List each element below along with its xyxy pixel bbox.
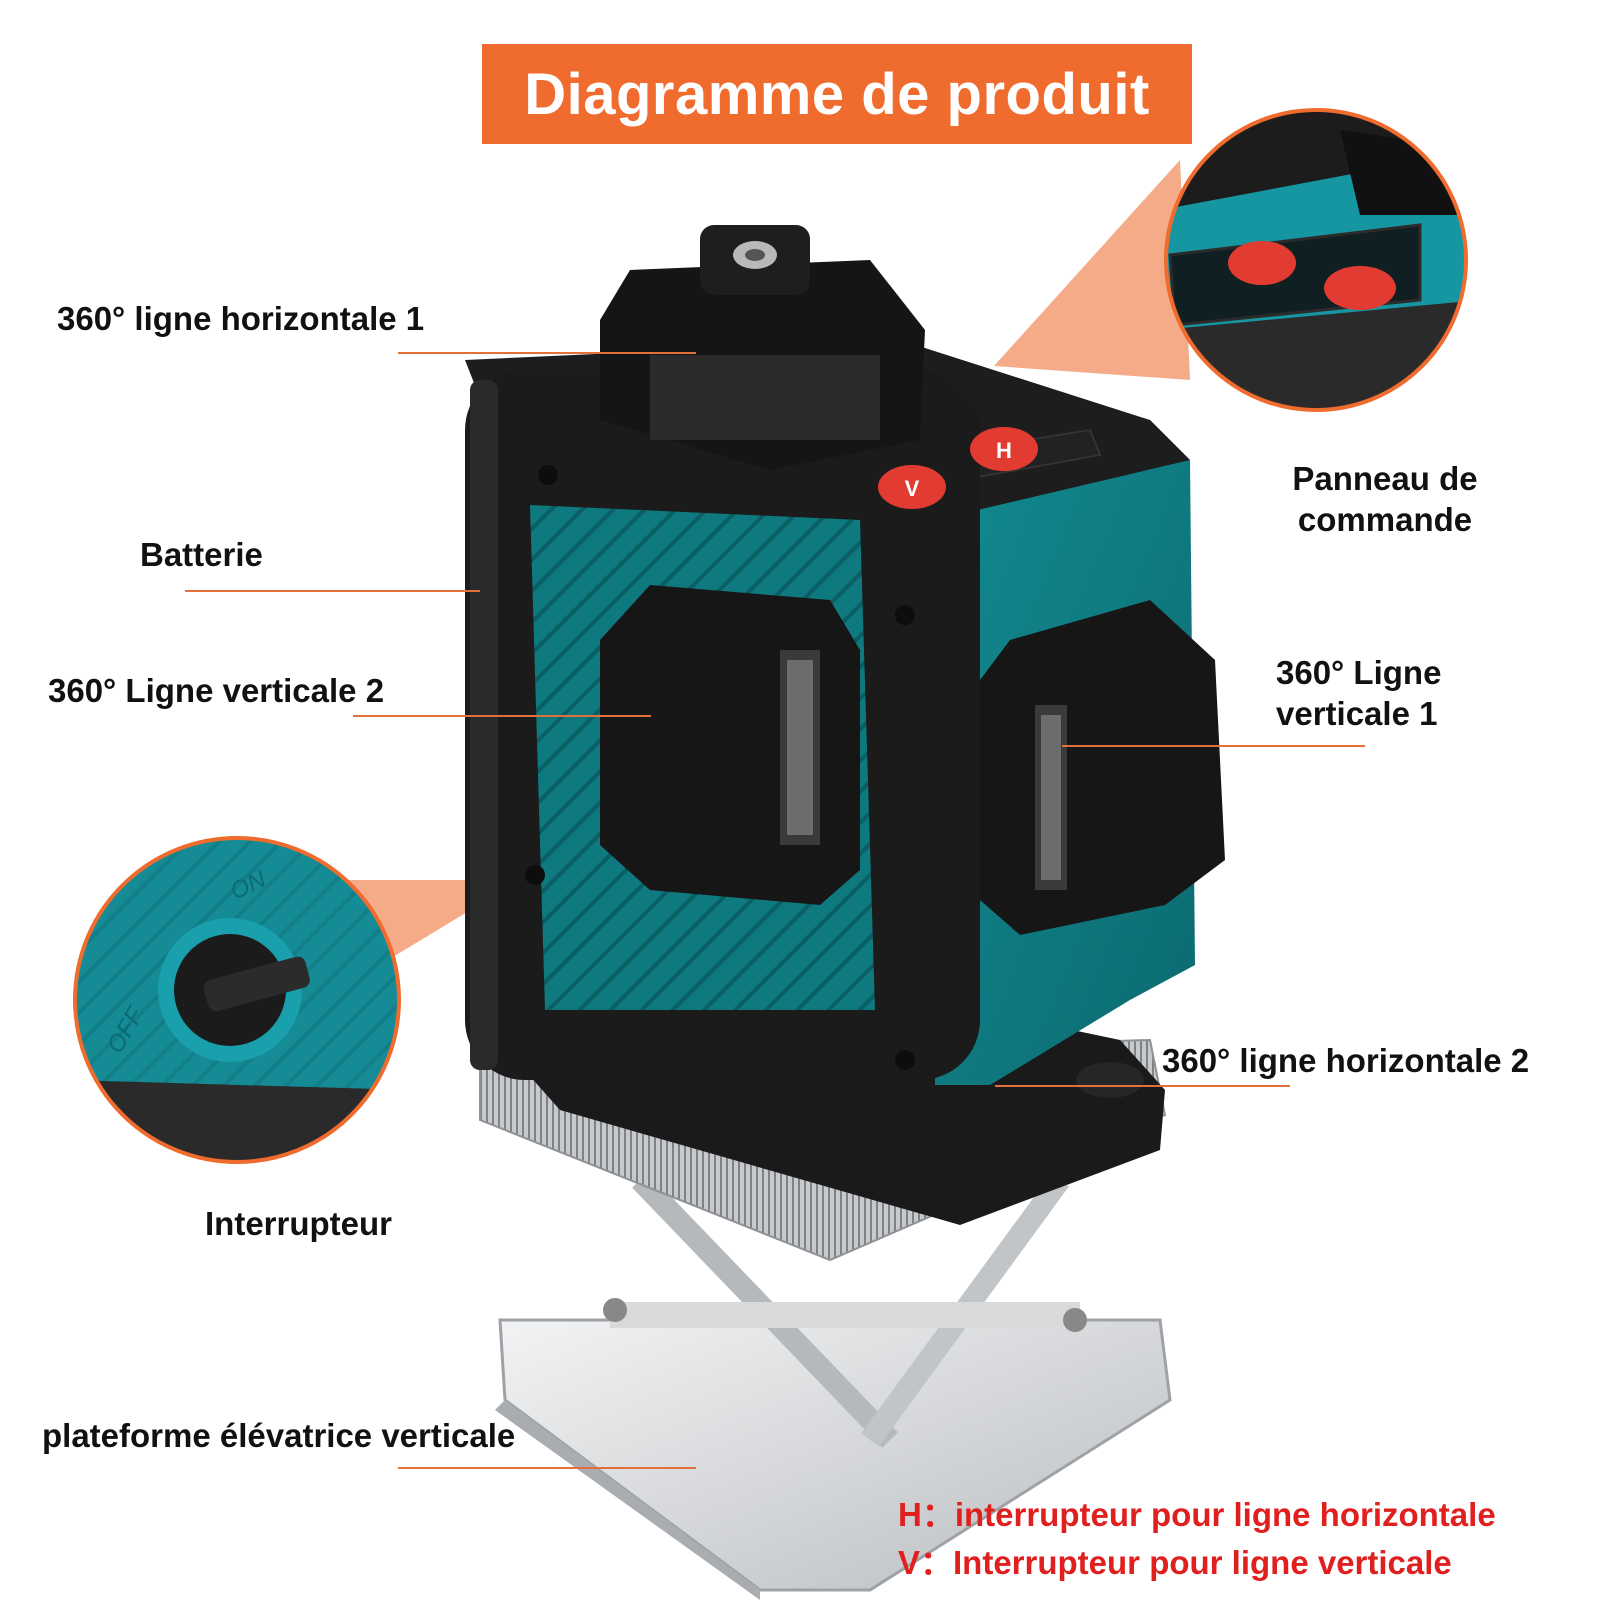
label-battery: Batterie: [140, 536, 263, 573]
label-control-panel-line1: Panneau de: [1292, 460, 1478, 497]
leader-horizontal-line-2: [995, 1085, 1290, 1087]
switch-zoom-ring: [73, 836, 401, 1164]
v-button-icon: [878, 465, 946, 509]
page-title: Diagramme de produit: [524, 61, 1150, 127]
h-button-icon: [970, 427, 1038, 471]
leader-vertical-line-2: [353, 715, 651, 717]
legend-h: H：interrupteur pour ligne horizontale: [898, 1496, 1496, 1533]
label-vertical-line-1: 360° Ligne verticale 1: [1276, 652, 1441, 735]
label-vertical-line-1-line2: verticale 1: [1276, 695, 1438, 733]
control-panel-zoom: [1166, 110, 1466, 410]
legend-v: V：Interrupteur pour ligne verticale: [898, 1544, 1452, 1581]
leader-lift-platform: [398, 1467, 696, 1469]
label-control-panel-line2: commande: [1297, 501, 1473, 539]
label-vertical-line-1-line1: 360° Ligne: [1276, 654, 1442, 691]
callout-cone-top: [994, 160, 1190, 380]
switch-lever-icon: [203, 956, 310, 1012]
label-vertical-line-2: 360° Ligne verticale 2: [48, 672, 385, 709]
title-banner: Diagramme de produit: [482, 44, 1192, 144]
laser-level-body-art: V H: [465, 225, 1225, 1085]
side-laser-window-art: [980, 600, 1225, 935]
label-lift-platform: plateforme élévatrice verticale: [42, 1417, 516, 1454]
control-panel-zoom-ring: [1164, 108, 1468, 412]
label-control-panel: Panneau de commande: [1270, 458, 1500, 541]
front-laser-window-art: [600, 585, 860, 905]
v-button-label: V: [905, 476, 920, 501]
label-horizontal-line-2: 360° ligne horizontale 2: [1162, 1042, 1530, 1079]
leader-vertical-line-1: [1062, 745, 1365, 747]
control-panel-art: V H: [878, 427, 1038, 509]
leader-horizontal-line-1: [398, 352, 696, 354]
leader-battery: [185, 590, 480, 592]
top-laser-head-art: [600, 225, 925, 470]
label-switch: Interrupteur: [205, 1205, 393, 1242]
label-horizontal-line-1: 360° ligne horizontale 1: [57, 300, 425, 337]
h-button-label: H: [996, 438, 1012, 463]
